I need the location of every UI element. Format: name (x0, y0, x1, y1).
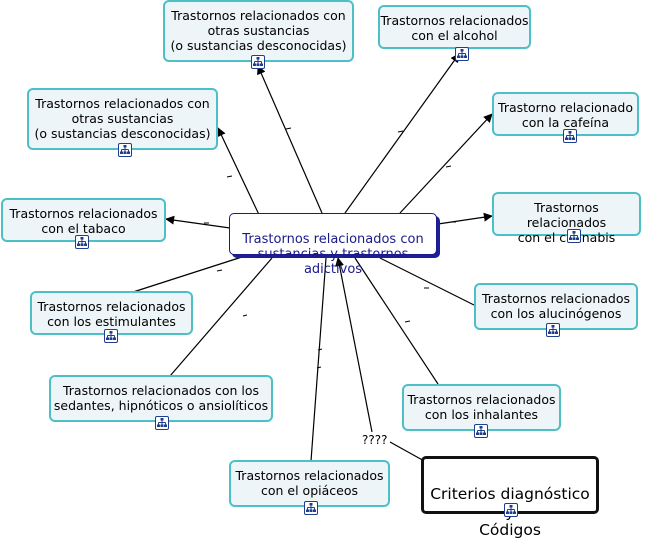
link-criteria (335, 257, 373, 433)
concept-map-icon[interactable] (118, 143, 132, 157)
concept-links (129, 53, 493, 463)
link-marker (445, 165, 452, 168)
concept-alucinogenos[interactable]: Trastornos relacionados con los alucinóg… (474, 283, 638, 330)
concept-map-icon[interactable] (504, 503, 518, 517)
concept-map-icon[interactable] (104, 329, 118, 343)
concept-label: Trastorno relacionado con la cafeína (498, 100, 633, 130)
hierarchy-icon (569, 231, 579, 240)
hierarchy-icon (457, 49, 467, 58)
link-otras1 (257, 65, 323, 214)
link-marker (316, 366, 322, 369)
concept-map-icon[interactable] (567, 229, 581, 243)
link-opiaceos (310, 257, 327, 462)
concept-label: Trastornos relacionados con el cannabis (517, 200, 616, 245)
hierarchy-icon (77, 237, 87, 246)
concept-label: Trastornos relacionados con los alucinóg… (482, 291, 630, 321)
link-marker (216, 269, 223, 272)
link-otras2 (217, 127, 263, 222)
link-alcohol (344, 53, 460, 214)
concept-map-icon[interactable] (455, 47, 469, 61)
link-estimulantes (129, 255, 246, 294)
hierarchy-icon (253, 57, 263, 66)
link-marker (242, 314, 248, 317)
link-alucinogenos (379, 257, 477, 307)
link-marker (285, 127, 292, 130)
concept-sedantes[interactable]: Trastornos relacionados con los sedantes… (49, 375, 273, 422)
concept-map-icon[interactable] (75, 235, 89, 249)
link-marker (226, 175, 233, 178)
link-criteria-tail (389, 441, 427, 463)
link-marker (317, 348, 323, 351)
link-inhalantes (354, 257, 439, 385)
central-concept[interactable]: Trastornos relacionados con sustancias y… (229, 213, 437, 277)
concept-otras-sustancias-top[interactable]: Trastornos relacionados con otras sustan… (163, 0, 354, 62)
concept-estimulantes[interactable]: Trastornos relacionados con los estimula… (30, 291, 193, 335)
concept-map-icon[interactable] (546, 323, 560, 337)
link-cafeina (399, 113, 493, 214)
hierarchy-icon (106, 331, 116, 340)
concept-label: Trastornos relacionados con los estimula… (37, 299, 186, 329)
link-sedantes (169, 257, 273, 377)
concept-tabaco[interactable]: Trastornos relacionados con el tabaco (1, 198, 166, 242)
hierarchy-icon (506, 505, 516, 514)
central-concept-label: Trastornos relacionados con sustancias y… (242, 232, 424, 277)
concept-label: Trastornos relacionados con el tabaco (9, 206, 158, 236)
hierarchy-icon (306, 503, 316, 512)
hierarchy-icon (548, 325, 558, 334)
concept-opiaceos[interactable]: Trastornos relacionados con el opiáceos (229, 460, 390, 507)
link-question-label: ???? (362, 433, 388, 447)
concept-label: Trastornos relacionados con los sedantes… (53, 383, 269, 413)
link-cannabis (437, 212, 493, 225)
concept-map-icon[interactable] (251, 55, 265, 69)
hierarchy-icon (120, 145, 130, 154)
concept-label: Trastornos relacionados con otras sustan… (170, 8, 347, 53)
concept-label: Trastornos relacionados con otras sustan… (34, 96, 211, 141)
link-marker (397, 130, 404, 133)
concept-map-icon[interactable] (474, 424, 488, 438)
hierarchy-icon (565, 131, 575, 140)
concept-map-icon[interactable] (304, 501, 318, 515)
concept-label: Trastornos relacionados con el opiáceos (235, 468, 384, 498)
hierarchy-icon (476, 426, 486, 435)
link-marker (404, 320, 411, 323)
concept-otras-sustancias-left[interactable]: Trastornos relacionados con otras sustan… (27, 88, 218, 150)
concept-map-icon[interactable] (155, 416, 169, 430)
concept-cannabis[interactable]: Trastornos relacionados con el cannabis (492, 192, 641, 245)
concept-label: Trastornos relacionados con los inhalant… (407, 392, 556, 422)
concept-alcohol[interactable]: Trastornos relacionados con el alcohol (378, 5, 531, 49)
concept-label: Trastornos relacionados con el alcohol (380, 13, 529, 43)
link-tabaco (165, 215, 231, 229)
concept-map-icon[interactable] (563, 129, 577, 143)
hierarchy-icon (157, 418, 167, 427)
